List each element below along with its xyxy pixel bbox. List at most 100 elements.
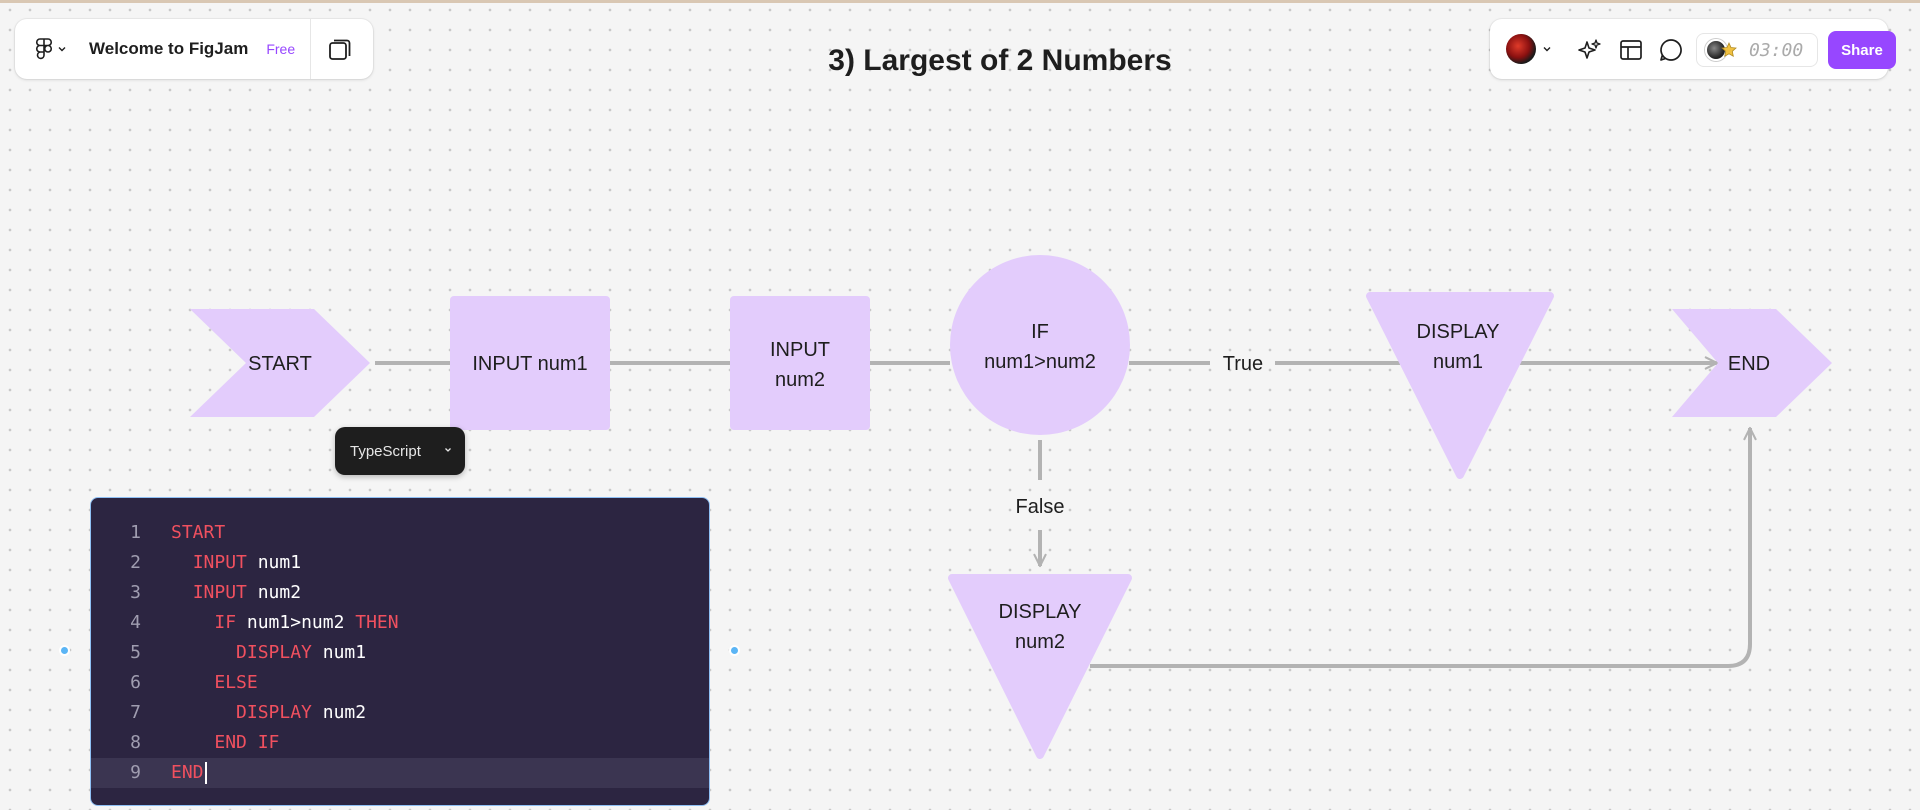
indent	[171, 672, 214, 693]
main-menu-button[interactable]	[15, 19, 77, 79]
chevron-down-icon	[58, 47, 66, 52]
code-keyword: END IF	[214, 732, 280, 753]
code-keyword: ELSE	[214, 672, 258, 693]
chevron-down-icon	[445, 448, 451, 452]
decision-label-line1: IF	[1031, 321, 1049, 343]
share-button[interactable]: Share	[1828, 31, 1896, 69]
code-line[interactable]: 5 DISPLAY num1	[91, 638, 709, 668]
comment-icon[interactable]	[1658, 37, 1684, 63]
window-top-strip	[0, 0, 1920, 3]
line-code: START	[171, 518, 225, 548]
start-shape[interactable]	[190, 309, 370, 417]
code-line[interactable]: 9 END	[91, 758, 709, 788]
code-identifier: num2	[311, 702, 367, 723]
line-code: END IF	[171, 728, 279, 758]
display2-shape[interactable]	[948, 574, 1132, 759]
line-number: 7	[130, 702, 141, 723]
code-identifier: num1	[246, 552, 302, 573]
indent	[171, 552, 193, 573]
star-icon	[1721, 42, 1737, 57]
indent	[171, 582, 193, 603]
toolbar-divider	[310, 19, 312, 79]
resize-handle-left[interactable]	[59, 645, 70, 656]
ai-sparkle-icon[interactable]	[1578, 37, 1604, 63]
code-line[interactable]: 8 END IF	[91, 728, 709, 758]
decision-shape[interactable]	[950, 255, 1130, 435]
code-line[interactable]: 4 IF num1>num2 THEN	[91, 608, 709, 638]
display2-label-line2: num2	[1015, 631, 1065, 653]
code-keyword: IF	[214, 612, 237, 633]
code-keyword: END	[171, 762, 204, 783]
input2-label-line1: INPUT	[770, 339, 830, 361]
code-line[interactable]: 7 DISPLAY num2	[91, 698, 709, 728]
code-language-label: TypeScript	[350, 442, 421, 460]
input2-shape[interactable]	[730, 296, 870, 430]
resize-handle-right[interactable]	[729, 645, 740, 656]
timer-text: 03:00	[1749, 39, 1804, 61]
line-number: 9	[130, 762, 141, 783]
code-keyword: INPUT	[192, 552, 247, 573]
line-number: 6	[130, 672, 141, 693]
code-line[interactable]: 3 INPUT num2	[91, 578, 709, 608]
line-code: END	[171, 758, 207, 788]
line-code: DISPLAY num2	[171, 698, 366, 728]
display2-label-line1: DISPLAY	[999, 601, 1082, 623]
code-keyword: DISPLAY	[236, 642, 312, 663]
code-identifier: num2	[246, 582, 302, 603]
code-keyword: THEN	[344, 612, 399, 633]
line-number: 2	[130, 552, 141, 573]
line-number: 1	[130, 522, 141, 543]
pages-icon	[329, 39, 351, 60]
input1-label: INPUT num1	[472, 353, 587, 375]
end-shape[interactable]	[1672, 309, 1832, 417]
code-identifier: num1	[311, 642, 367, 663]
code-line[interactable]: 2 INPUT num1	[91, 548, 709, 578]
plan-badge[interactable]: Free	[266, 41, 296, 57]
collab-toolbar: 03:00 Share	[1490, 19, 1896, 79]
decision-label-line2: num1>num2	[984, 351, 1096, 373]
line-code: IF num1>num2 THEN	[171, 608, 399, 638]
start-label: START	[248, 353, 312, 375]
line-code: DISPLAY num1	[171, 638, 366, 668]
end-label: END	[1728, 353, 1770, 375]
display1-label-line2: num1	[1433, 351, 1483, 373]
code-keyword: INPUT	[192, 582, 247, 603]
user-avatar-button[interactable]	[1506, 34, 1552, 64]
file-title[interactable]: Welcome to FigJam	[89, 39, 249, 58]
display1-label-line1: DISPLAY	[1417, 321, 1500, 343]
timer-widget[interactable]: 03:00	[1696, 33, 1818, 67]
line-number: 5	[130, 642, 141, 663]
chevron-down-icon	[1543, 47, 1551, 52]
line-number: 3	[130, 582, 141, 603]
text-caret	[204, 762, 207, 784]
file-toolbar: Welcome to FigJam Free	[15, 19, 373, 79]
line-code: ELSE	[171, 668, 258, 698]
indent	[171, 702, 236, 723]
board-title[interactable]: 3) Largest of 2 Numbers	[828, 44, 1172, 77]
line-code: INPUT num1	[171, 548, 301, 578]
connector-display2-end[interactable]	[1090, 426, 1757, 668]
avatar	[1506, 34, 1536, 64]
line-number: 8	[130, 732, 141, 753]
display1-shape[interactable]	[1366, 292, 1554, 479]
line-number: 4	[130, 612, 141, 633]
line-code: INPUT num2	[171, 578, 301, 608]
code-identifier: num1>num2	[236, 612, 345, 633]
templates-icon[interactable]	[1618, 37, 1644, 63]
false-label[interactable]: False	[1016, 496, 1065, 518]
indent	[171, 732, 214, 753]
code-language-picker[interactable]: TypeScript	[335, 427, 465, 475]
figma-logo-icon	[36, 38, 52, 60]
code-keyword: START	[171, 522, 226, 543]
code-line[interactable]: 1 START	[91, 518, 709, 548]
code-keyword: DISPLAY	[236, 702, 312, 723]
input1-shape[interactable]	[450, 296, 610, 430]
indent	[171, 642, 236, 663]
true-label[interactable]: True	[1223, 353, 1263, 375]
input2-label-line2: num2	[775, 369, 825, 391]
code-line[interactable]: 6 ELSE	[91, 668, 709, 698]
indent	[171, 612, 214, 633]
pages-button[interactable]	[311, 19, 369, 79]
